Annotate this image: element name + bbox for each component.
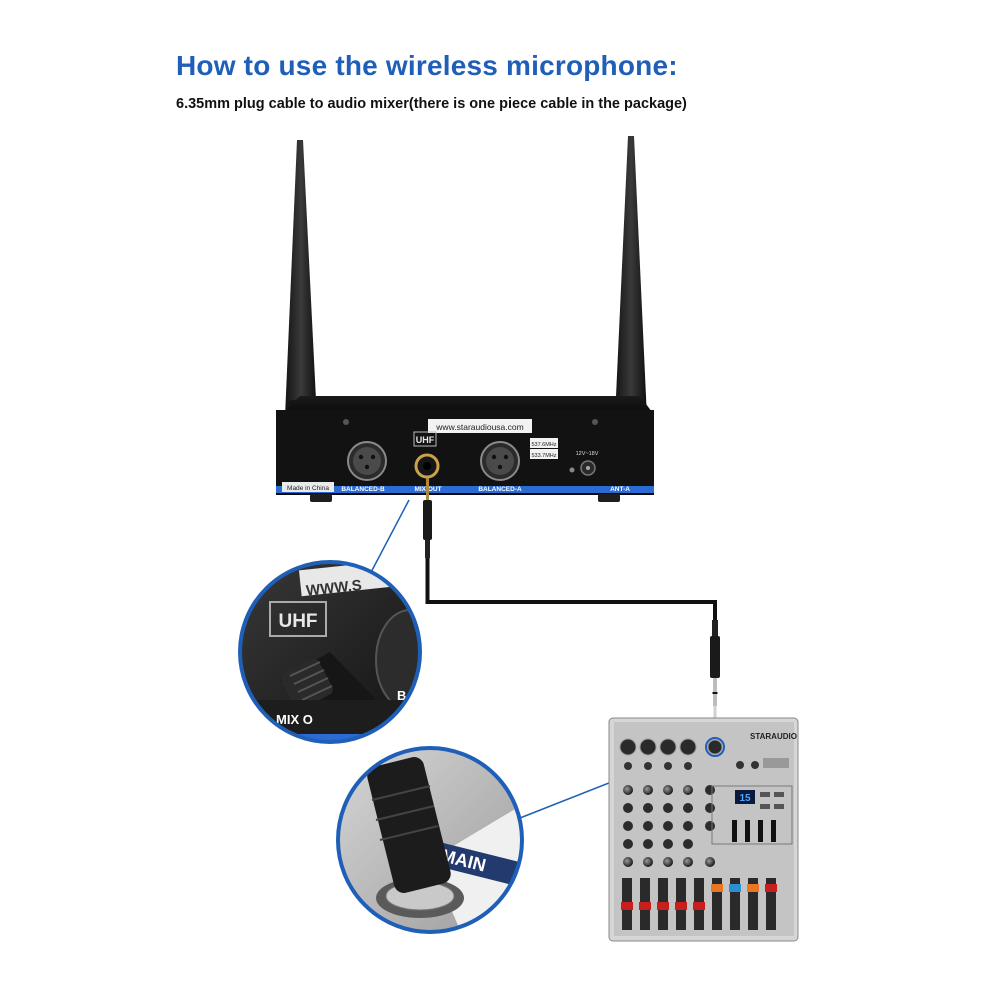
page-title: How to use the wireless microphone:: [176, 50, 678, 81]
wireless-receiver: www.staraudiousa.com UHF 537.6MHz 533.7M…: [276, 136, 654, 502]
channel-knobs[interactable]: [623, 785, 715, 867]
balanced-b-label: BALANCED-B: [341, 486, 385, 493]
made-in-china-label: Made in China: [287, 485, 329, 492]
callout-line-top: [367, 499, 410, 579]
zoom-mix-text: MIX O: [276, 712, 313, 727]
channel-faders[interactable]: [621, 878, 777, 930]
audio-cable: [423, 478, 720, 740]
balanced-a-label: BALANCED-A: [478, 486, 522, 493]
zoom-detail-receiver: WWW.S UHF MIX O B: [238, 560, 422, 744]
freq-b-label: 533.7MHz: [531, 453, 556, 459]
ant-a-label: ANT-A: [610, 486, 630, 493]
mixer-brand: STARAUDIO: [750, 732, 797, 741]
freq-a-label: 537.6MHz: [531, 442, 556, 448]
power-label: 12V~18V: [576, 451, 599, 457]
zoom-b-text: B: [397, 688, 406, 703]
page-subtitle: 6.35mm plug cable to audio mixer(there i…: [176, 96, 687, 112]
zoom-detail-mixer: MAIN: [336, 746, 524, 934]
antenna-left: [284, 140, 318, 440]
antenna-right: [614, 136, 648, 440]
receiver-website-label: www.staraudiousa.com: [435, 422, 523, 432]
receiver-uhf-badge: UHF: [416, 435, 435, 445]
zoom-uhf-text: UHF: [278, 611, 317, 632]
zoom-website-text: WWW.S: [305, 577, 362, 600]
audio-mixer: STARAUDIO 15: [608, 717, 799, 942]
mixer-display: 15: [739, 793, 751, 804]
